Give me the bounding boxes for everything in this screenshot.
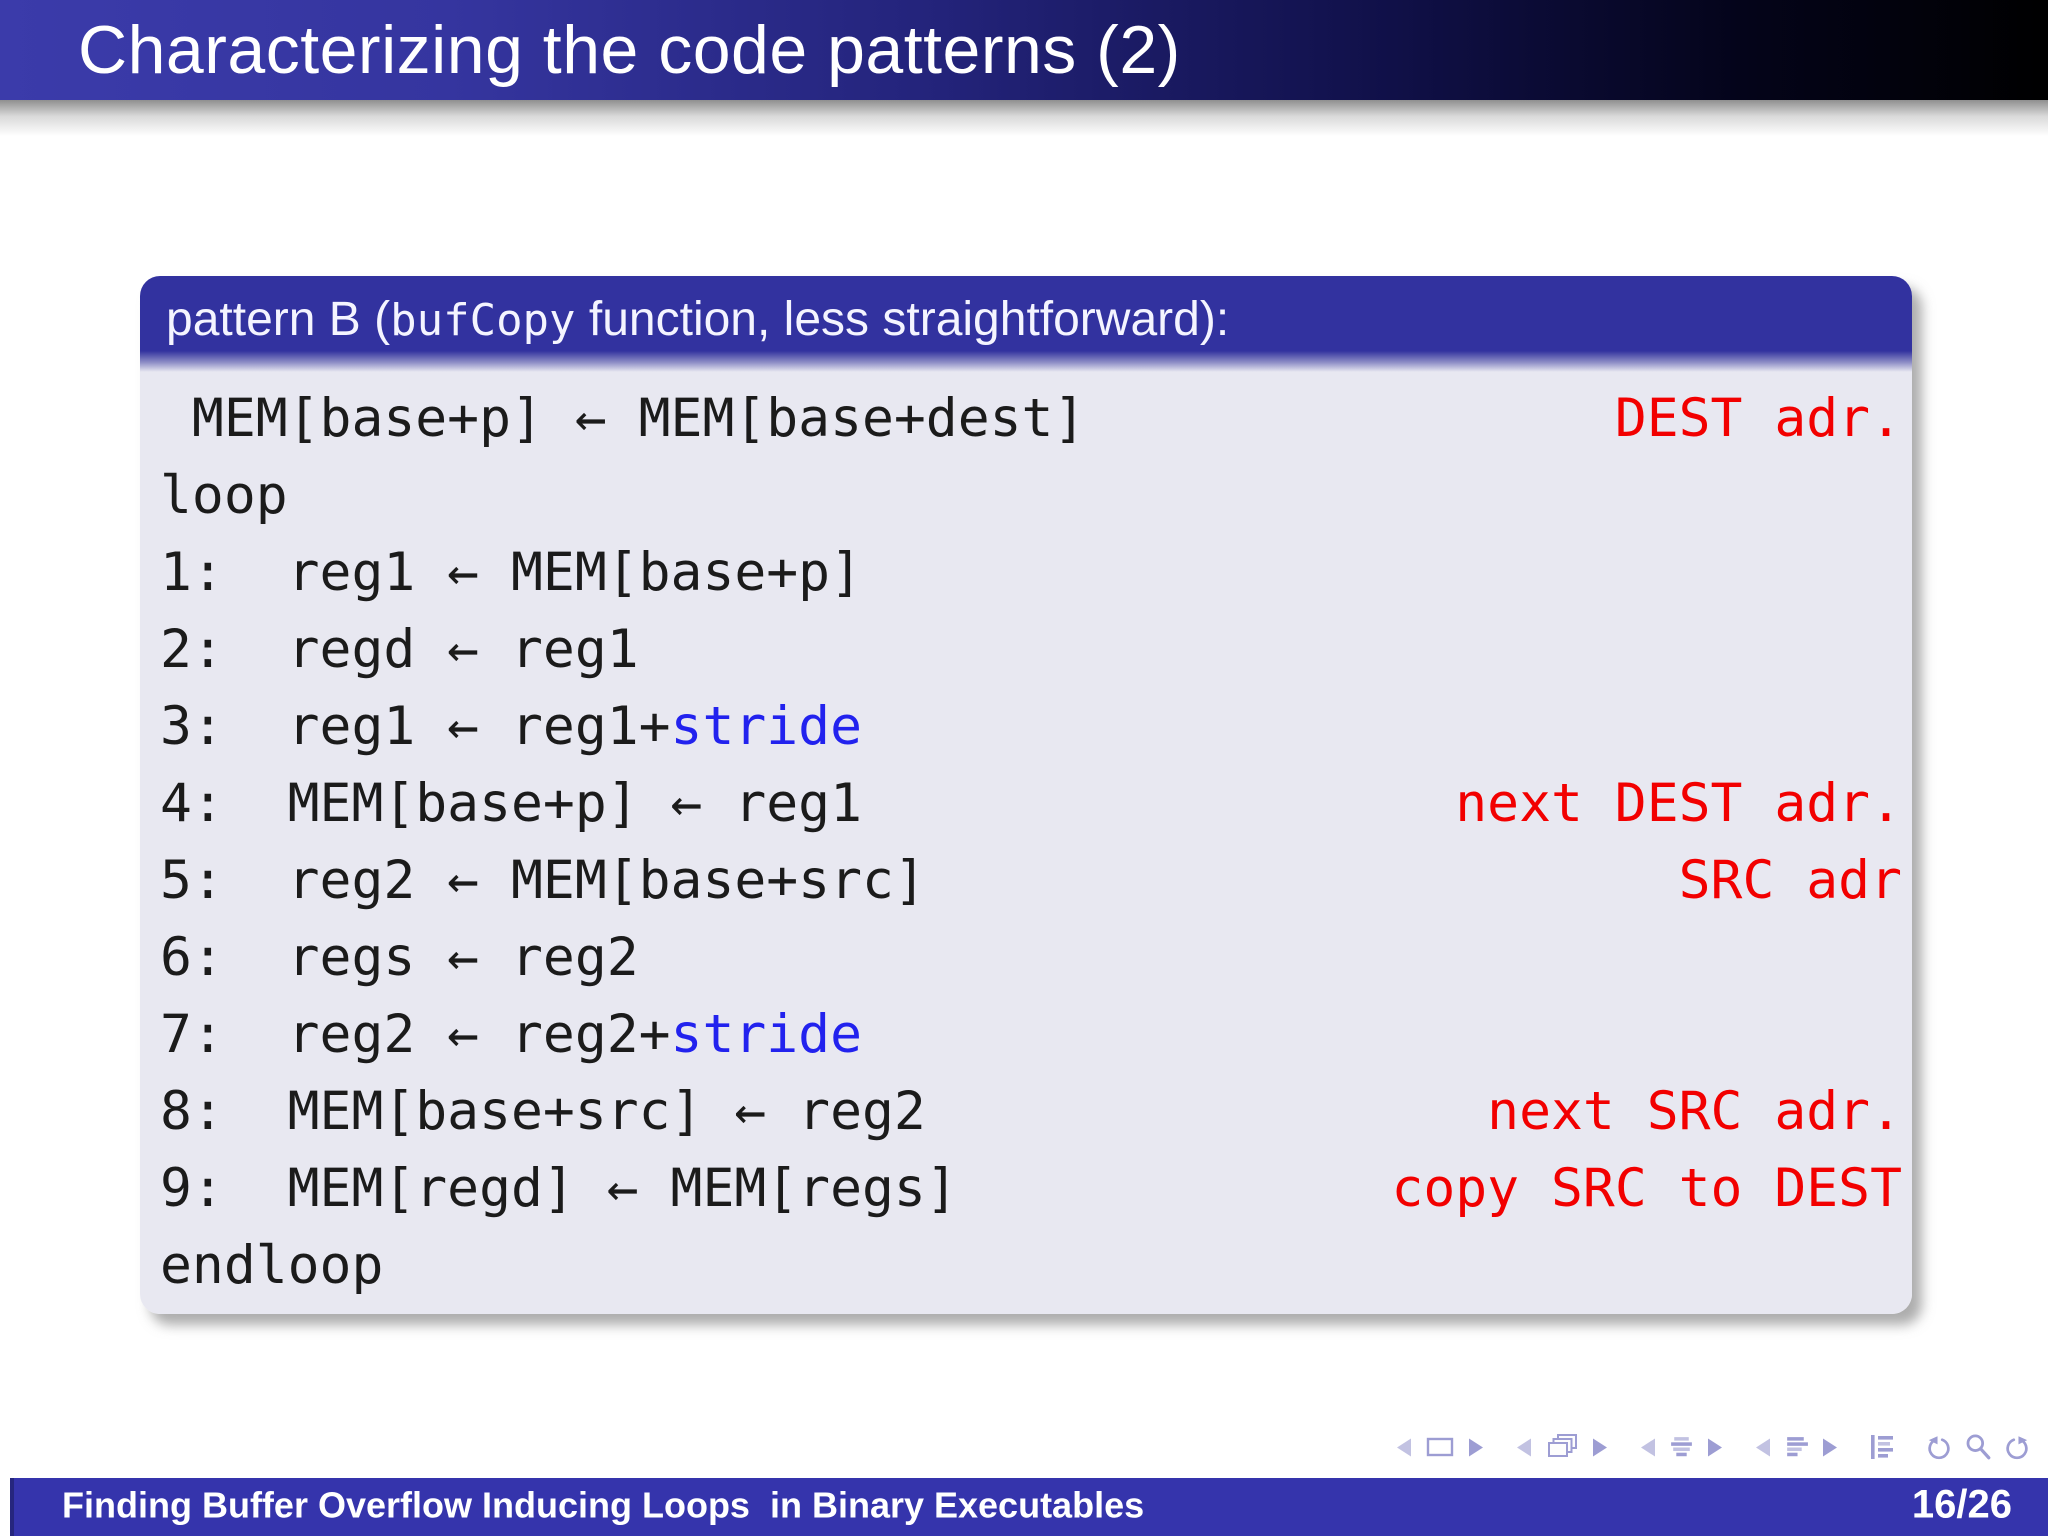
frame-title: Characterizing the code patterns (2) — [78, 12, 1181, 88]
code-line: 9: MEM[regd] ← MEM[regs] copy SRC to DEST — [160, 1150, 1902, 1227]
pattern-title-code: bufCopy — [390, 294, 576, 346]
slide-forward-icon[interactable] — [1466, 1435, 1486, 1460]
section-icon[interactable] — [1783, 1434, 1810, 1461]
code-text: loop — [160, 465, 288, 526]
code-line: endloop — [160, 1227, 1902, 1304]
code-comment: next DEST adr. — [1455, 773, 1902, 834]
subsection-forward-icon[interactable] — [1705, 1435, 1725, 1460]
code-line: 6: regs ← reg2 — [160, 919, 1902, 996]
go-back-icon[interactable] — [1924, 1434, 1954, 1461]
code-text: 5: reg2 ← MEM[base+src] — [160, 850, 926, 911]
nav-group — [1868, 1433, 1896, 1461]
code-line: 1: reg1 ← MEM[base+p] — [160, 534, 1902, 611]
code-comment: SRC adr — [1678, 850, 1902, 911]
section-back-icon[interactable] — [1753, 1435, 1773, 1460]
code-line: 8: MEM[base+src] ← reg2 next SRC adr. — [160, 1073, 1902, 1150]
search-icon[interactable] — [1964, 1433, 1992, 1461]
nav-group — [1638, 1434, 1725, 1461]
keyword-stride: stride — [670, 696, 862, 757]
code-text: 8: MEM[base+src] ← reg2 — [160, 1081, 926, 1142]
code-line: loop — [160, 457, 1902, 534]
code-line: 3: reg1 ← reg1+stride — [160, 688, 1902, 765]
pattern-title-suffix: function, less straightforward): — [575, 292, 1230, 346]
code-comment: next SRC adr. — [1487, 1081, 1902, 1142]
code-line: 7: reg2 ← reg2+stride — [160, 996, 1902, 1073]
code-text: MEM[base+p] ← MEM[base+dest] — [160, 388, 1086, 449]
slide-icon[interactable] — [1424, 1434, 1456, 1460]
keyword-stride: stride — [670, 1004, 862, 1065]
code-text: 1: reg1 ← MEM[base+p] — [160, 542, 862, 603]
code-line: 5: reg2 ← MEM[base+src] SRC adr — [160, 842, 1902, 919]
pattern-block: pattern B (bufCopy function, less straig… — [140, 276, 1912, 1314]
pattern-block-header: pattern B (bufCopy function, less straig… — [140, 276, 1912, 372]
pattern-title-prefix: pattern B ( — [166, 292, 391, 346]
code-text: 2: regd ← reg1 — [160, 619, 639, 680]
code-comment: copy SRC to DEST — [1391, 1158, 1902, 1219]
code-line: MEM[base+p] ← MEM[base+dest] DEST adr. — [160, 380, 1902, 457]
code-text: 4: MEM[base+p] ← reg1 — [160, 773, 862, 834]
nav-group — [1753, 1434, 1840, 1461]
nav-group — [1514, 1432, 1610, 1462]
code-text: 9: MEM[regd] ← MEM[regs] — [160, 1158, 958, 1219]
subsection-icon[interactable] — [1668, 1434, 1695, 1461]
frames-icon[interactable] — [1544, 1432, 1580, 1462]
page-number: 16/26 — [1911, 1482, 2012, 1527]
code-line: 4: MEM[base+p] ← reg1 next DEST adr. — [160, 765, 1902, 842]
nav-group — [1924, 1433, 2032, 1461]
frame-back-icon[interactable] — [1514, 1435, 1534, 1460]
appendix-icon[interactable] — [1868, 1433, 1896, 1461]
code-text: 6: regs ← reg2 — [160, 927, 639, 988]
code-text: 7: reg2 ← reg2+stride — [160, 1004, 862, 1065]
code-comment: DEST adr. — [1614, 388, 1902, 449]
code-line: 2: regd ← reg1 — [160, 611, 1902, 688]
code-text: endloop — [160, 1235, 384, 1296]
code-text: 3: reg1 ← reg1+stride — [160, 696, 862, 757]
nav-group — [1394, 1434, 1486, 1460]
navigation-symbols-bar — [1394, 1424, 2032, 1470]
section-forward-icon[interactable] — [1820, 1435, 1840, 1460]
pattern-block-title: pattern B (bufCopy function, less straig… — [140, 292, 1229, 357]
footer-title: Finding Buffer Overflow Inducing Loops i… — [62, 1484, 1145, 1526]
title-bar-shadow — [0, 100, 2048, 136]
frame-forward-icon[interactable] — [1590, 1435, 1610, 1460]
footer-bar: Finding Buffer Overflow Inducing Loops i… — [10, 1478, 2048, 1536]
go-forward-icon[interactable] — [2002, 1434, 2032, 1461]
subsection-back-icon[interactable] — [1638, 1435, 1658, 1460]
frame-title-bar: Characterizing the code patterns (2) — [0, 0, 2048, 100]
pseudocode-body: MEM[base+p] ← MEM[base+dest] DEST adr. loo… — [140, 372, 1912, 1314]
slide-back-icon[interactable] — [1394, 1435, 1414, 1460]
